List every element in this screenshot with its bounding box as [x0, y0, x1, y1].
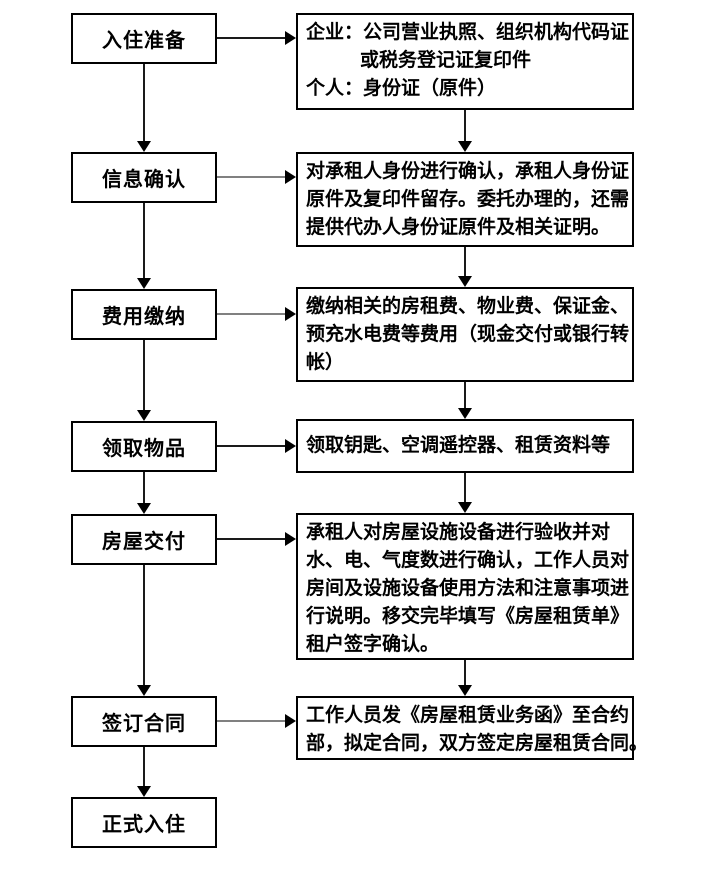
connector-line-detail4-detail5 — [464, 473, 466, 502]
connector-line-step3-step4 — [143, 340, 145, 410]
connector-line-step4-detail4 — [217, 445, 285, 447]
connector-line-step1-detail1 — [217, 37, 285, 39]
connector-line-step4-step5 — [143, 472, 145, 503]
detail-line: 对承租人身份进行确认，承租人身份证 — [306, 161, 630, 182]
connector-line-step6-step7 — [143, 747, 145, 786]
arrow-down-icon — [458, 141, 472, 152]
detail-line: 企业：公司营业执照、组织机构代码证 — [306, 22, 630, 43]
detail-box-move-in-prep: 企业：公司营业执照、组织机构代码证 或税务登记证复印件 个人：身份证（原件） — [296, 13, 634, 110]
detail-line: 工作人员发《房屋租赁业务函》至合约 — [306, 705, 630, 726]
arrow-right-icon — [285, 31, 296, 45]
step-label: 费用缴纳 — [102, 306, 186, 328]
connector-line-step5-detail5 — [217, 538, 285, 540]
detail-line: 原件及复印件留存。委托办理的，还需 — [306, 189, 630, 210]
step-box-sign-contract: 签订合同 — [71, 696, 217, 747]
detail-box-info-confirm: 对承租人身份进行确认，承租人身份证 原件及复印件留存。委托办理的，还需 提供代办… — [296, 152, 634, 247]
step-box-official-move-in: 正式入住 — [71, 797, 217, 848]
arrow-right-icon — [285, 532, 296, 546]
connector-line-detail2-detail3 — [464, 247, 466, 276]
arrow-down-icon — [458, 502, 472, 513]
step-label: 签订合同 — [102, 713, 186, 735]
detail-line: 房间及设施设备使用方法和注意事项进 — [306, 578, 630, 599]
detail-line: 帐） — [306, 352, 345, 373]
detail-line: 水、电、气度数进行确认，工作人员对 — [306, 550, 630, 571]
detail-line: 行说明。移交完毕填写《房屋租赁单》 — [306, 606, 630, 627]
step-label: 正式入住 — [102, 814, 186, 836]
detail-line: 领取钥匙、空调遥控器、租赁资料等 — [306, 435, 611, 456]
detail-line: 个人：身份证（原件） — [306, 78, 497, 99]
step-box-fee-payment: 费用缴纳 — [71, 289, 217, 340]
step-box-move-in-prep: 入住准备 — [71, 13, 217, 64]
arrow-right-icon — [285, 307, 296, 321]
step-label: 信息确认 — [102, 169, 186, 191]
arrow-right-icon — [285, 714, 296, 728]
arrow-down-icon — [458, 685, 472, 696]
step-box-collect-items: 领取物品 — [71, 421, 217, 472]
connector-line-detail5-detail6 — [464, 660, 466, 685]
connector-line-step5-step6 — [143, 565, 145, 685]
step-label: 房屋交付 — [102, 531, 186, 553]
arrow-down-icon — [137, 786, 151, 797]
detail-line: 部，拟定合同，双方签定房屋租赁合同。 — [306, 733, 649, 754]
arrow-down-icon — [137, 503, 151, 514]
detail-box-sign-contract: 工作人员发《房屋租赁业务函》至合约 部，拟定合同，双方签定房屋租赁合同。 — [296, 696, 649, 760]
step-label: 入住准备 — [102, 30, 186, 52]
arrow-down-icon — [458, 408, 472, 419]
detail-box-fee-payment: 缴纳相关的房租费、物业费、保证金、 预充水电费等费用（现金交付或银行转 帐） — [296, 287, 634, 382]
connector-line-step3-detail3 — [217, 313, 285, 315]
step-box-house-handover: 房屋交付 — [71, 514, 217, 565]
arrow-right-icon — [285, 170, 296, 184]
arrow-down-icon — [137, 410, 151, 421]
connector-line-detail3-detail4 — [464, 382, 466, 408]
detail-line: 租户签字确认。 — [306, 634, 440, 655]
arrow-down-icon — [137, 141, 151, 152]
connector-line-step6-detail6 — [217, 720, 285, 722]
detail-box-house-handover: 承租人对房屋设施设备进行验收并对 水、电、气度数进行确认，工作人员对 房间及设施… — [296, 513, 634, 660]
step-label: 领取物品 — [102, 438, 186, 460]
detail-line: 预充水电费等费用（现金交付或银行转 — [306, 324, 630, 345]
detail-line: 或税务登记证复印件 — [360, 50, 532, 71]
detail-line: 提供代办人身份证原件及相关证明。 — [306, 217, 611, 238]
arrow-down-icon — [458, 276, 472, 287]
connector-line-detail1-detail2 — [464, 110, 466, 141]
arrow-down-icon — [137, 685, 151, 696]
arrow-down-icon — [137, 278, 151, 289]
connector-line-step2-detail2 — [217, 176, 285, 178]
detail-line: 缴纳相关的房租费、物业费、保证金、 — [306, 296, 630, 317]
detail-box-collect-items: 领取钥匙、空调遥控器、租赁资料等 — [296, 419, 634, 473]
arrow-right-icon — [285, 439, 296, 453]
connector-line-step2-step3 — [143, 203, 145, 278]
connector-line-step1-step2 — [143, 64, 145, 141]
step-box-info-confirm: 信息确认 — [71, 152, 217, 203]
detail-line: 承租人对房屋设施设备进行验收并对 — [306, 522, 611, 543]
